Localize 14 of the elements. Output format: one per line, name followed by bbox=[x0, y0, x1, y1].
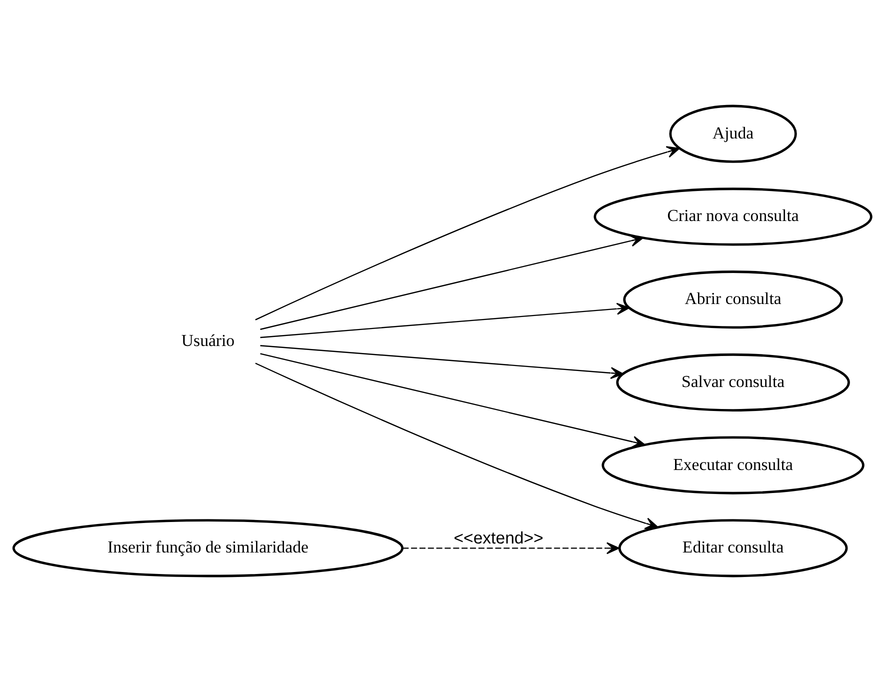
node-ellipse: Editar consulta bbox=[618, 519, 848, 578]
node-ellipse: Inserir função de similaridade bbox=[12, 519, 404, 578]
edge-label: <<extend>> bbox=[454, 528, 544, 548]
node-text: Usuário bbox=[181, 331, 235, 350]
arrow bbox=[260, 302, 630, 338]
arrow bbox=[402, 542, 620, 554]
node-ellipse: Salvar consulta bbox=[616, 353, 850, 412]
node-ellipse: Ajuda bbox=[669, 104, 797, 163]
node-ellipse: Abrir consulta bbox=[623, 270, 843, 329]
arrow bbox=[260, 345, 624, 379]
arrow bbox=[260, 234, 644, 330]
arrow bbox=[260, 353, 646, 448]
arrow bbox=[255, 146, 680, 320]
arrow bbox=[255, 362, 658, 530]
